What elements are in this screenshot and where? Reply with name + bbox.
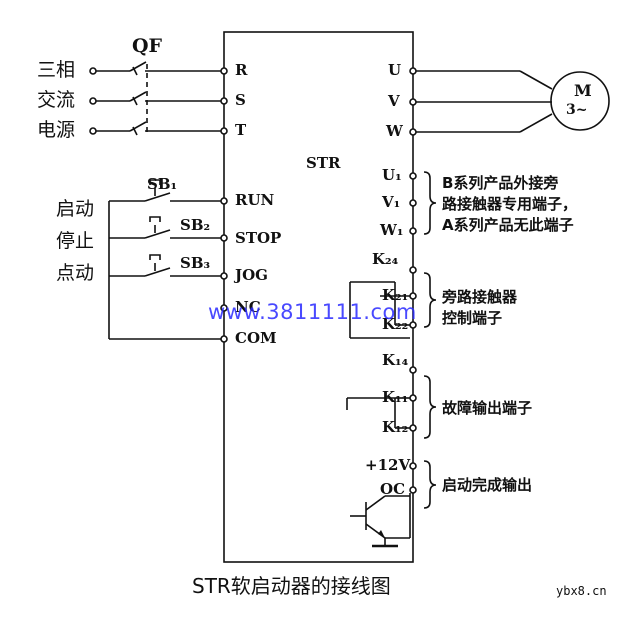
terminal-s: S xyxy=(235,91,246,109)
terminal-v: V xyxy=(388,92,400,110)
terminal-k14: K₁₄ xyxy=(382,351,409,369)
power-lines xyxy=(89,67,221,135)
start-label: 启动 xyxy=(56,198,95,220)
transistor-oc xyxy=(350,493,411,548)
note-bypass-line2: 路接触器专用端子， xyxy=(442,195,578,213)
terminal-w1: W₁ xyxy=(380,221,404,239)
stop-label: 停止 xyxy=(56,230,95,252)
terminal-nc: NC xyxy=(235,298,261,316)
brace-fault xyxy=(423,375,437,439)
terminal-w: W xyxy=(386,122,403,140)
terminal-k21: K₂₁ xyxy=(382,286,409,304)
terminal-r: R xyxy=(235,61,248,79)
note-complete: 启动完成输出 xyxy=(442,476,533,494)
right-terminal-dots xyxy=(409,67,417,494)
sb1-label: SB₁ xyxy=(147,175,178,193)
terminal-k22: K₂₂ xyxy=(382,315,409,333)
control-buttons xyxy=(108,179,221,340)
site-label: ybx8.cn xyxy=(556,584,607,598)
watermark: www.3811111.com xyxy=(208,300,417,324)
terminal-jog: JOG xyxy=(235,266,268,284)
brace-bypass xyxy=(423,171,437,235)
motor-phase: 3~ xyxy=(566,102,588,118)
note-bypass-line3: A系列产品无此端子 xyxy=(442,216,574,234)
terminal-12v: +12V xyxy=(365,456,411,474)
terminal-run: RUN xyxy=(235,191,275,209)
starter-name: STR xyxy=(306,154,341,172)
terminal-k11: K₁₁ xyxy=(382,388,409,406)
relay-k2 xyxy=(349,281,410,339)
terminal-u: U xyxy=(388,61,402,79)
sb2-label: SB₂ xyxy=(180,216,211,234)
note-fault: 故障输出端子 xyxy=(442,399,533,417)
brace-contactor xyxy=(423,272,437,328)
motor-wiring xyxy=(416,70,610,133)
note-contactor-line1: 旁路接触器 xyxy=(442,288,518,306)
relay-k1 xyxy=(346,397,410,429)
note-contactor-line2: 控制端子 xyxy=(442,309,503,327)
power-label-2: 交流 xyxy=(37,89,76,111)
breaker-qf xyxy=(129,61,148,136)
transistor-arrow xyxy=(378,530,385,538)
diagram-caption: STR软启动器的接线图 xyxy=(192,574,391,598)
terminal-oc: OC xyxy=(380,480,406,498)
left-terminal-dots xyxy=(220,67,228,343)
note-bypass-line1: B系列产品外接旁 xyxy=(442,174,559,192)
jog-label: 点动 xyxy=(56,262,95,284)
terminal-stop: STOP xyxy=(235,229,282,247)
sb3-label: SB₃ xyxy=(180,254,211,272)
motor-circle xyxy=(550,71,610,131)
power-label-3: 电源 xyxy=(37,119,76,141)
motor-letter: M xyxy=(574,81,592,100)
terminal-t: T xyxy=(235,121,247,139)
power-label-1: 三相 xyxy=(37,59,76,81)
breaker-label: QF xyxy=(132,35,163,57)
brace-complete xyxy=(423,460,437,509)
terminal-u1: U₁ xyxy=(382,166,402,184)
terminal-com: COM xyxy=(235,329,277,347)
terminal-k24: K₂₄ xyxy=(372,250,399,268)
terminal-k12: K₁₂ xyxy=(382,418,409,436)
terminal-v1: V₁ xyxy=(382,193,401,211)
